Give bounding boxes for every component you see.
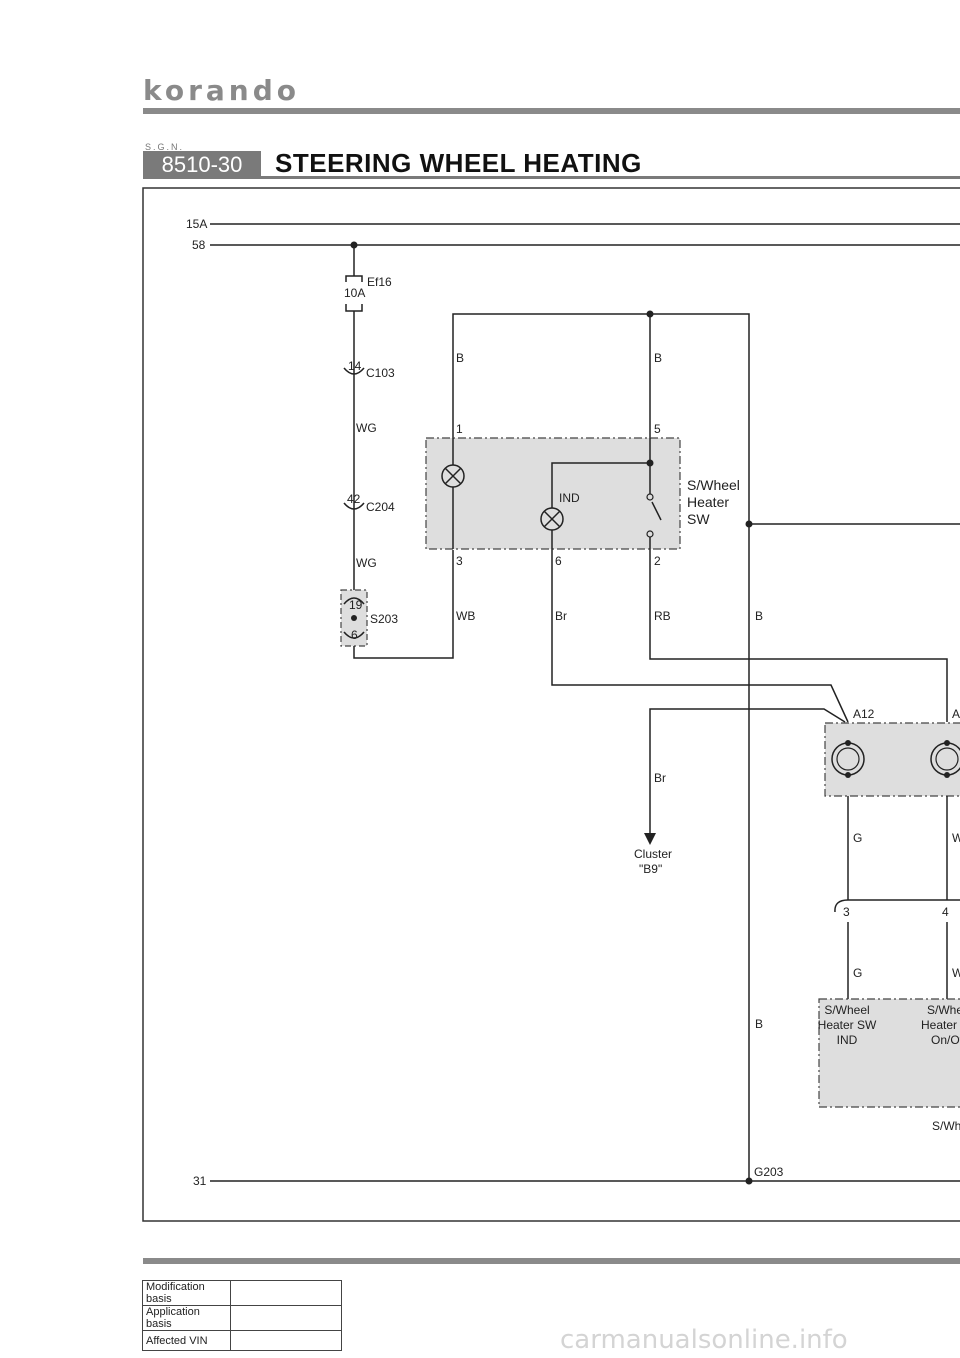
mod-label: Application basis <box>142 1305 231 1331</box>
indicator-lamp-icon <box>540 507 564 531</box>
table-row: Modification basis <box>142 1280 342 1306</box>
cluster-label-2: "B9" <box>639 862 662 876</box>
connector-c204 <box>343 502 365 510</box>
wire-wg-1: WG <box>356 421 377 435</box>
rail-58-label: 58 <box>192 238 206 252</box>
table-row: Application basis <box>142 1305 342 1331</box>
module-onoff-line-1: S/Whe <box>927 1003 960 1017</box>
module-ind-line-1: S/Wheel <box>824 1003 869 1017</box>
ground-label: G203 <box>754 1165 784 1179</box>
switch-name-line-2: Heater <box>687 494 729 510</box>
wire-rb: RB <box>654 609 671 623</box>
module-ind-line-3: IND <box>837 1033 858 1047</box>
wire-b-low: B <box>755 1017 763 1031</box>
cluster-label-1: Cluster <box>634 847 672 861</box>
s203-pin-top: 19 <box>349 598 363 612</box>
module-onoff-line-2: Heater S <box>921 1018 960 1032</box>
wire-g-1: G <box>853 831 862 845</box>
section-code-badge: 8510-30 <box>143 151 261 179</box>
sw-pin-5: 5 <box>654 422 661 436</box>
mod-value <box>230 1280 342 1306</box>
mod-label: Modification basis <box>142 1280 231 1306</box>
module-ind-line-2: Heater SW <box>818 1018 877 1032</box>
header-rule <box>143 108 960 114</box>
c204-label: C204 <box>366 500 395 514</box>
wire-w-2: W <box>952 966 960 980</box>
terminal-icon <box>831 740 865 778</box>
rail-15a-label: 15A <box>186 217 207 231</box>
ground-junction <box>745 1177 753 1185</box>
lower-pin-3: 3 <box>843 905 850 919</box>
wire-b-mid: B <box>755 609 763 623</box>
s203-pin-bottom: 6 <box>351 628 358 642</box>
sw-pin-6: 6 <box>555 554 562 568</box>
switch-name-line-3: SW <box>687 511 710 527</box>
switch-name-line-1: S/Wheel <box>687 477 740 493</box>
wire-w-1: W <box>952 831 960 845</box>
module-onoff-line-3: On/Of <box>931 1033 960 1047</box>
c103-label: C103 <box>366 366 395 380</box>
mod-value <box>230 1330 342 1351</box>
modification-table: Modification basis Application basis Aff… <box>142 1280 342 1351</box>
section-rule <box>143 176 960 179</box>
heater-module-box <box>818 998 960 1108</box>
wire-g-2: G <box>853 966 862 980</box>
diagram-frame <box>142 187 960 1222</box>
module-name-fragment: S/Wh <box>932 1119 960 1133</box>
a-next-label: A <box>952 707 960 721</box>
wire-b-right: B <box>654 351 662 365</box>
ind-label: IND <box>559 491 580 505</box>
brand-logo: korando <box>143 74 301 107</box>
sw-pin-2: 2 <box>654 554 661 568</box>
wire-wb: WB <box>456 609 475 623</box>
footer-rule <box>143 1258 960 1264</box>
wire-wg-2: WG <box>356 556 377 570</box>
sw-pin-1: 1 <box>456 422 463 436</box>
cluster-arrow-icon <box>644 833 656 845</box>
lower-pin-4: 4 <box>942 905 949 919</box>
mod-value <box>230 1305 342 1331</box>
lamp-icon <box>441 464 465 488</box>
c103-pin: 14 <box>348 359 362 373</box>
wire-br-2: Br <box>654 771 666 785</box>
terminal-icon <box>930 740 960 778</box>
sw-pin-3: 3 <box>456 554 463 568</box>
wire-b-left: B <box>456 351 464 365</box>
watermark: carmanualsonline.info <box>560 1325 848 1355</box>
page-title: STEERING WHEEL HEATING <box>275 148 642 178</box>
wire-br: Br <box>555 609 567 623</box>
heater-switch-box <box>425 437 681 550</box>
connector-c103 <box>343 367 365 375</box>
lower-connector <box>834 899 960 913</box>
fuse-rating: 10A <box>344 286 365 300</box>
mod-label: Affected VIN <box>142 1330 231 1351</box>
s203-label: S203 <box>370 612 398 626</box>
table-row: Affected VIN <box>142 1330 342 1351</box>
a12-label: A12 <box>853 707 875 721</box>
c204-pin: 42 <box>347 492 361 506</box>
rail-31-label: 31 <box>193 1174 207 1188</box>
fuse-id: Ef16 <box>367 275 392 289</box>
sgn-label: S.G.N. <box>145 142 185 152</box>
